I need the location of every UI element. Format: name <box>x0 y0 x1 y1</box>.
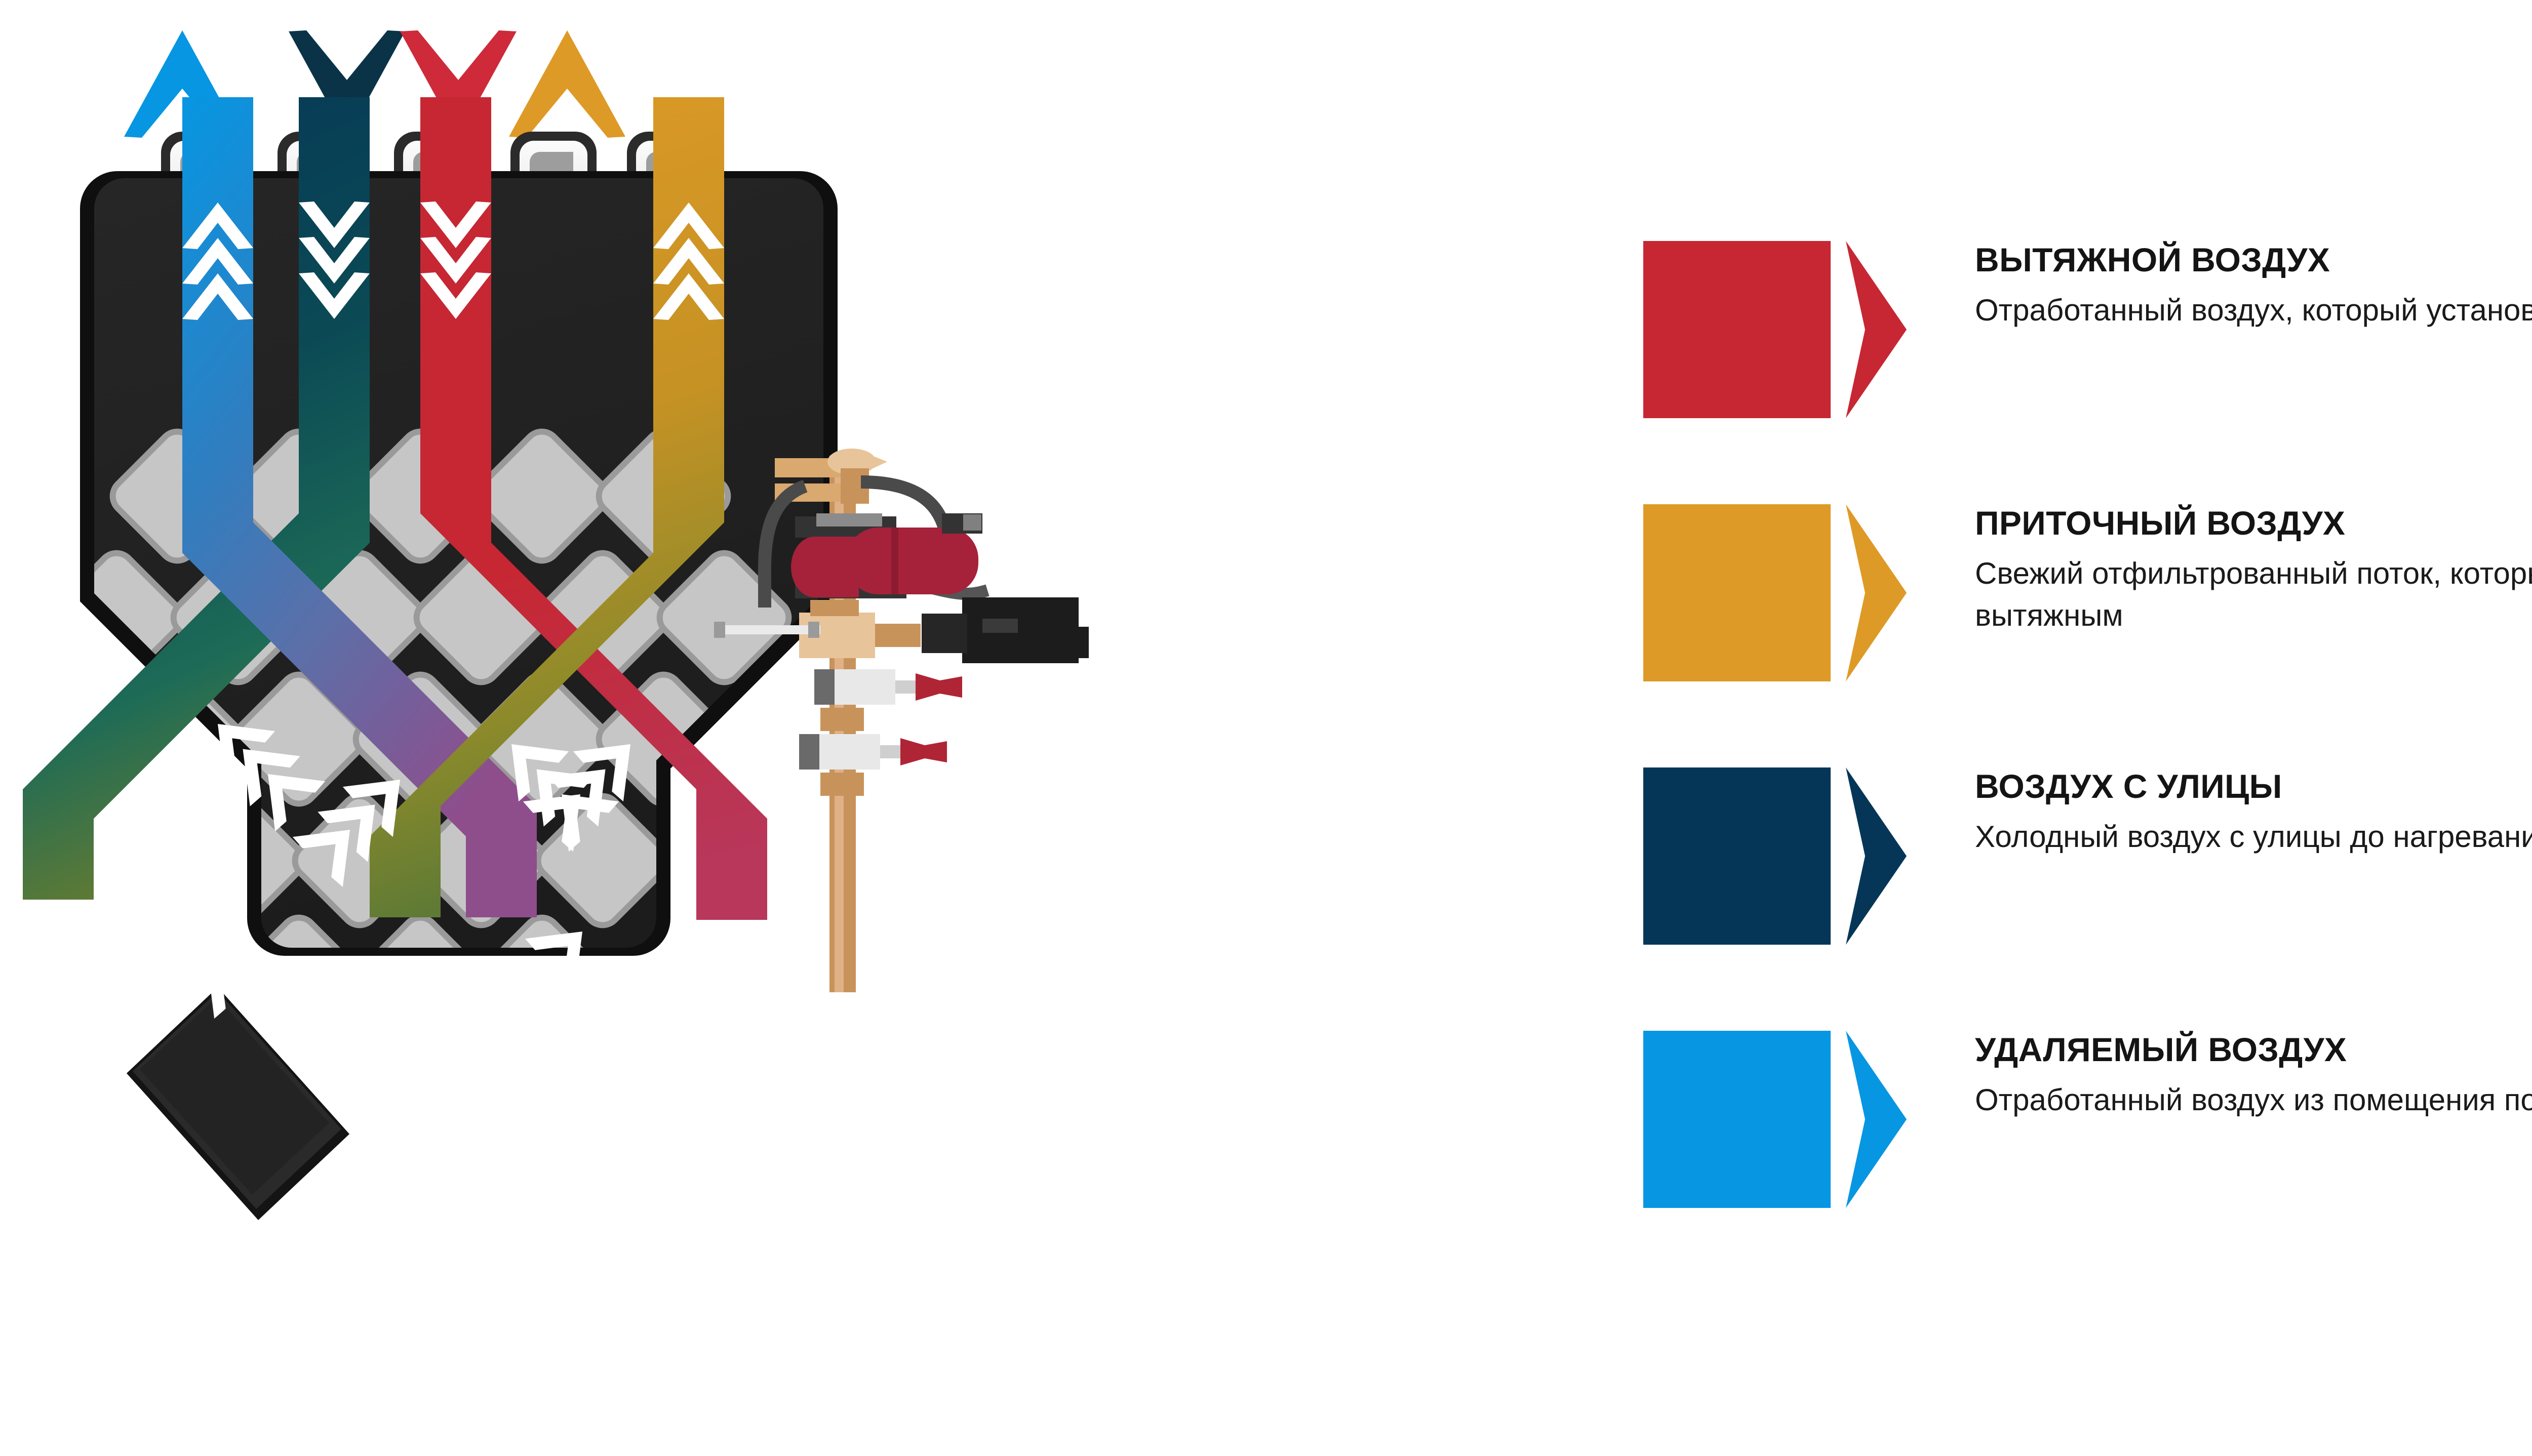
legend-item-exhaust[interactable]: ВЫТЯЖНОЙ ВОЗДУХ Отработанный воздух, кот… <box>1643 223 2532 486</box>
legend-color-square-extract <box>1643 1031 1831 1208</box>
supply-air-arrow-up-icon <box>509 30 625 138</box>
air-flow-legend: ВЫТЯЖНОЙ ВОЗДУХ Отработанный воздух, кот… <box>1643 223 2532 1245</box>
sensor-probe <box>714 622 820 638</box>
legend-chevron-extract-icon <box>1846 1031 1907 1208</box>
drain-valve-handle-upper <box>916 673 962 701</box>
legend-description-exhaust: Отработанный воздух, который установка в… <box>1975 293 2532 327</box>
legend-title-exhaust: ВЫТЯЖНОЙ ВОЗДУХ <box>1975 241 2330 278</box>
drain-valve-upper <box>814 669 962 705</box>
valve-side-port <box>875 624 921 647</box>
legend-swatch-outdoor <box>1643 767 1927 945</box>
legend-description-outdoor: Холодный воздух с улицы до нагревания <box>1975 820 2532 854</box>
legend-swatch-extract <box>1643 1031 1927 1208</box>
chevron-down-red-1 <box>420 201 491 248</box>
circulation-pump-body <box>791 537 859 597</box>
chevron-up-orange-2 <box>653 238 724 285</box>
legend-chevron-outdoor-icon <box>1846 767 1907 945</box>
chevron-up-blue-3 <box>182 273 253 320</box>
chevron-up-blue-2 <box>182 238 253 285</box>
chevron-down-navy-3 <box>299 272 370 319</box>
outdoor-air-flow-ribbon <box>23 97 370 900</box>
outdoor-air-arrow-down-icon <box>289 30 405 138</box>
legend-title-supply: ПРИТОЧНЫЙ ВОЗДУХ <box>1975 504 2346 542</box>
legend-item-supply[interactable]: ПРИТОЧНЫЙ ВОЗДУХ Свежий отфильтрованный … <box>1643 486 2532 749</box>
extract-air-flow-ribbon <box>182 97 537 917</box>
legend-title-outdoor: ВОЗДУХ С УЛИЦЫ <box>1975 767 2282 805</box>
circulation-pump-motor <box>847 528 978 594</box>
chevron-up-orange-1 <box>653 203 724 249</box>
chevron-up-orange-3 <box>653 273 724 320</box>
chevron-down-red-2 <box>420 237 491 284</box>
exhaust-air-arrow-down-icon <box>400 30 517 138</box>
legend-item-outdoor[interactable]: ВОЗДУХ С УЛИЦЫ Холодный воздух с улицы д… <box>1643 749 2532 1013</box>
legend-description-extract: Отработанный воздух из помещения после о… <box>1975 1083 2532 1117</box>
hydraulic-pump-module <box>714 449 1089 992</box>
ventilation-unit-illustration <box>23 30 1089 1220</box>
drain-valve-lower <box>799 734 947 770</box>
actuator-stem <box>1043 627 1089 658</box>
chevron-diag-navy-group <box>218 724 326 832</box>
legend-chevron-exhaust-icon <box>1846 241 1907 418</box>
legend-color-square-exhaust <box>1643 241 1831 418</box>
chevron-up-blue-1 <box>182 203 253 249</box>
legend-swatch-supply <box>1643 504 1927 681</box>
chevron-diag-navy-group-2 <box>157 911 265 1019</box>
air-flow-ribbons <box>23 97 767 920</box>
legend-color-square-supply <box>1643 504 1831 681</box>
legend-item-extract[interactable]: УДАЛЯЕМЫЙ ВОЗДУХ Отработанный воздух из … <box>1643 1013 2532 1245</box>
supply-air-flow-ribbon <box>370 97 724 917</box>
legend-chevron-supply-icon <box>1846 504 1907 681</box>
unit-mounting-foot <box>127 987 349 1220</box>
legend-swatch-exhaust <box>1643 241 1927 418</box>
unit-svg <box>23 30 1089 1220</box>
flow-direction-chevrons <box>157 201 724 1039</box>
chevron-down-navy-2 <box>299 237 370 284</box>
drain-valve-handle-lower <box>900 738 947 765</box>
exhaust-air-flow-ribbon <box>420 97 767 920</box>
chevron-down-navy-1 <box>299 201 370 248</box>
chevron-down-red-3 <box>420 272 491 319</box>
legend-description-supply: Свежий отфильтрованный поток, который по… <box>1975 556 2532 632</box>
actuator-coupler <box>922 614 967 653</box>
legend-title-extract: УДАЛЯЕМЫЙ ВОЗДУХ <box>1975 1031 2347 1068</box>
flex-hose-left <box>758 479 808 608</box>
legend-color-square-outdoor <box>1643 767 1831 945</box>
